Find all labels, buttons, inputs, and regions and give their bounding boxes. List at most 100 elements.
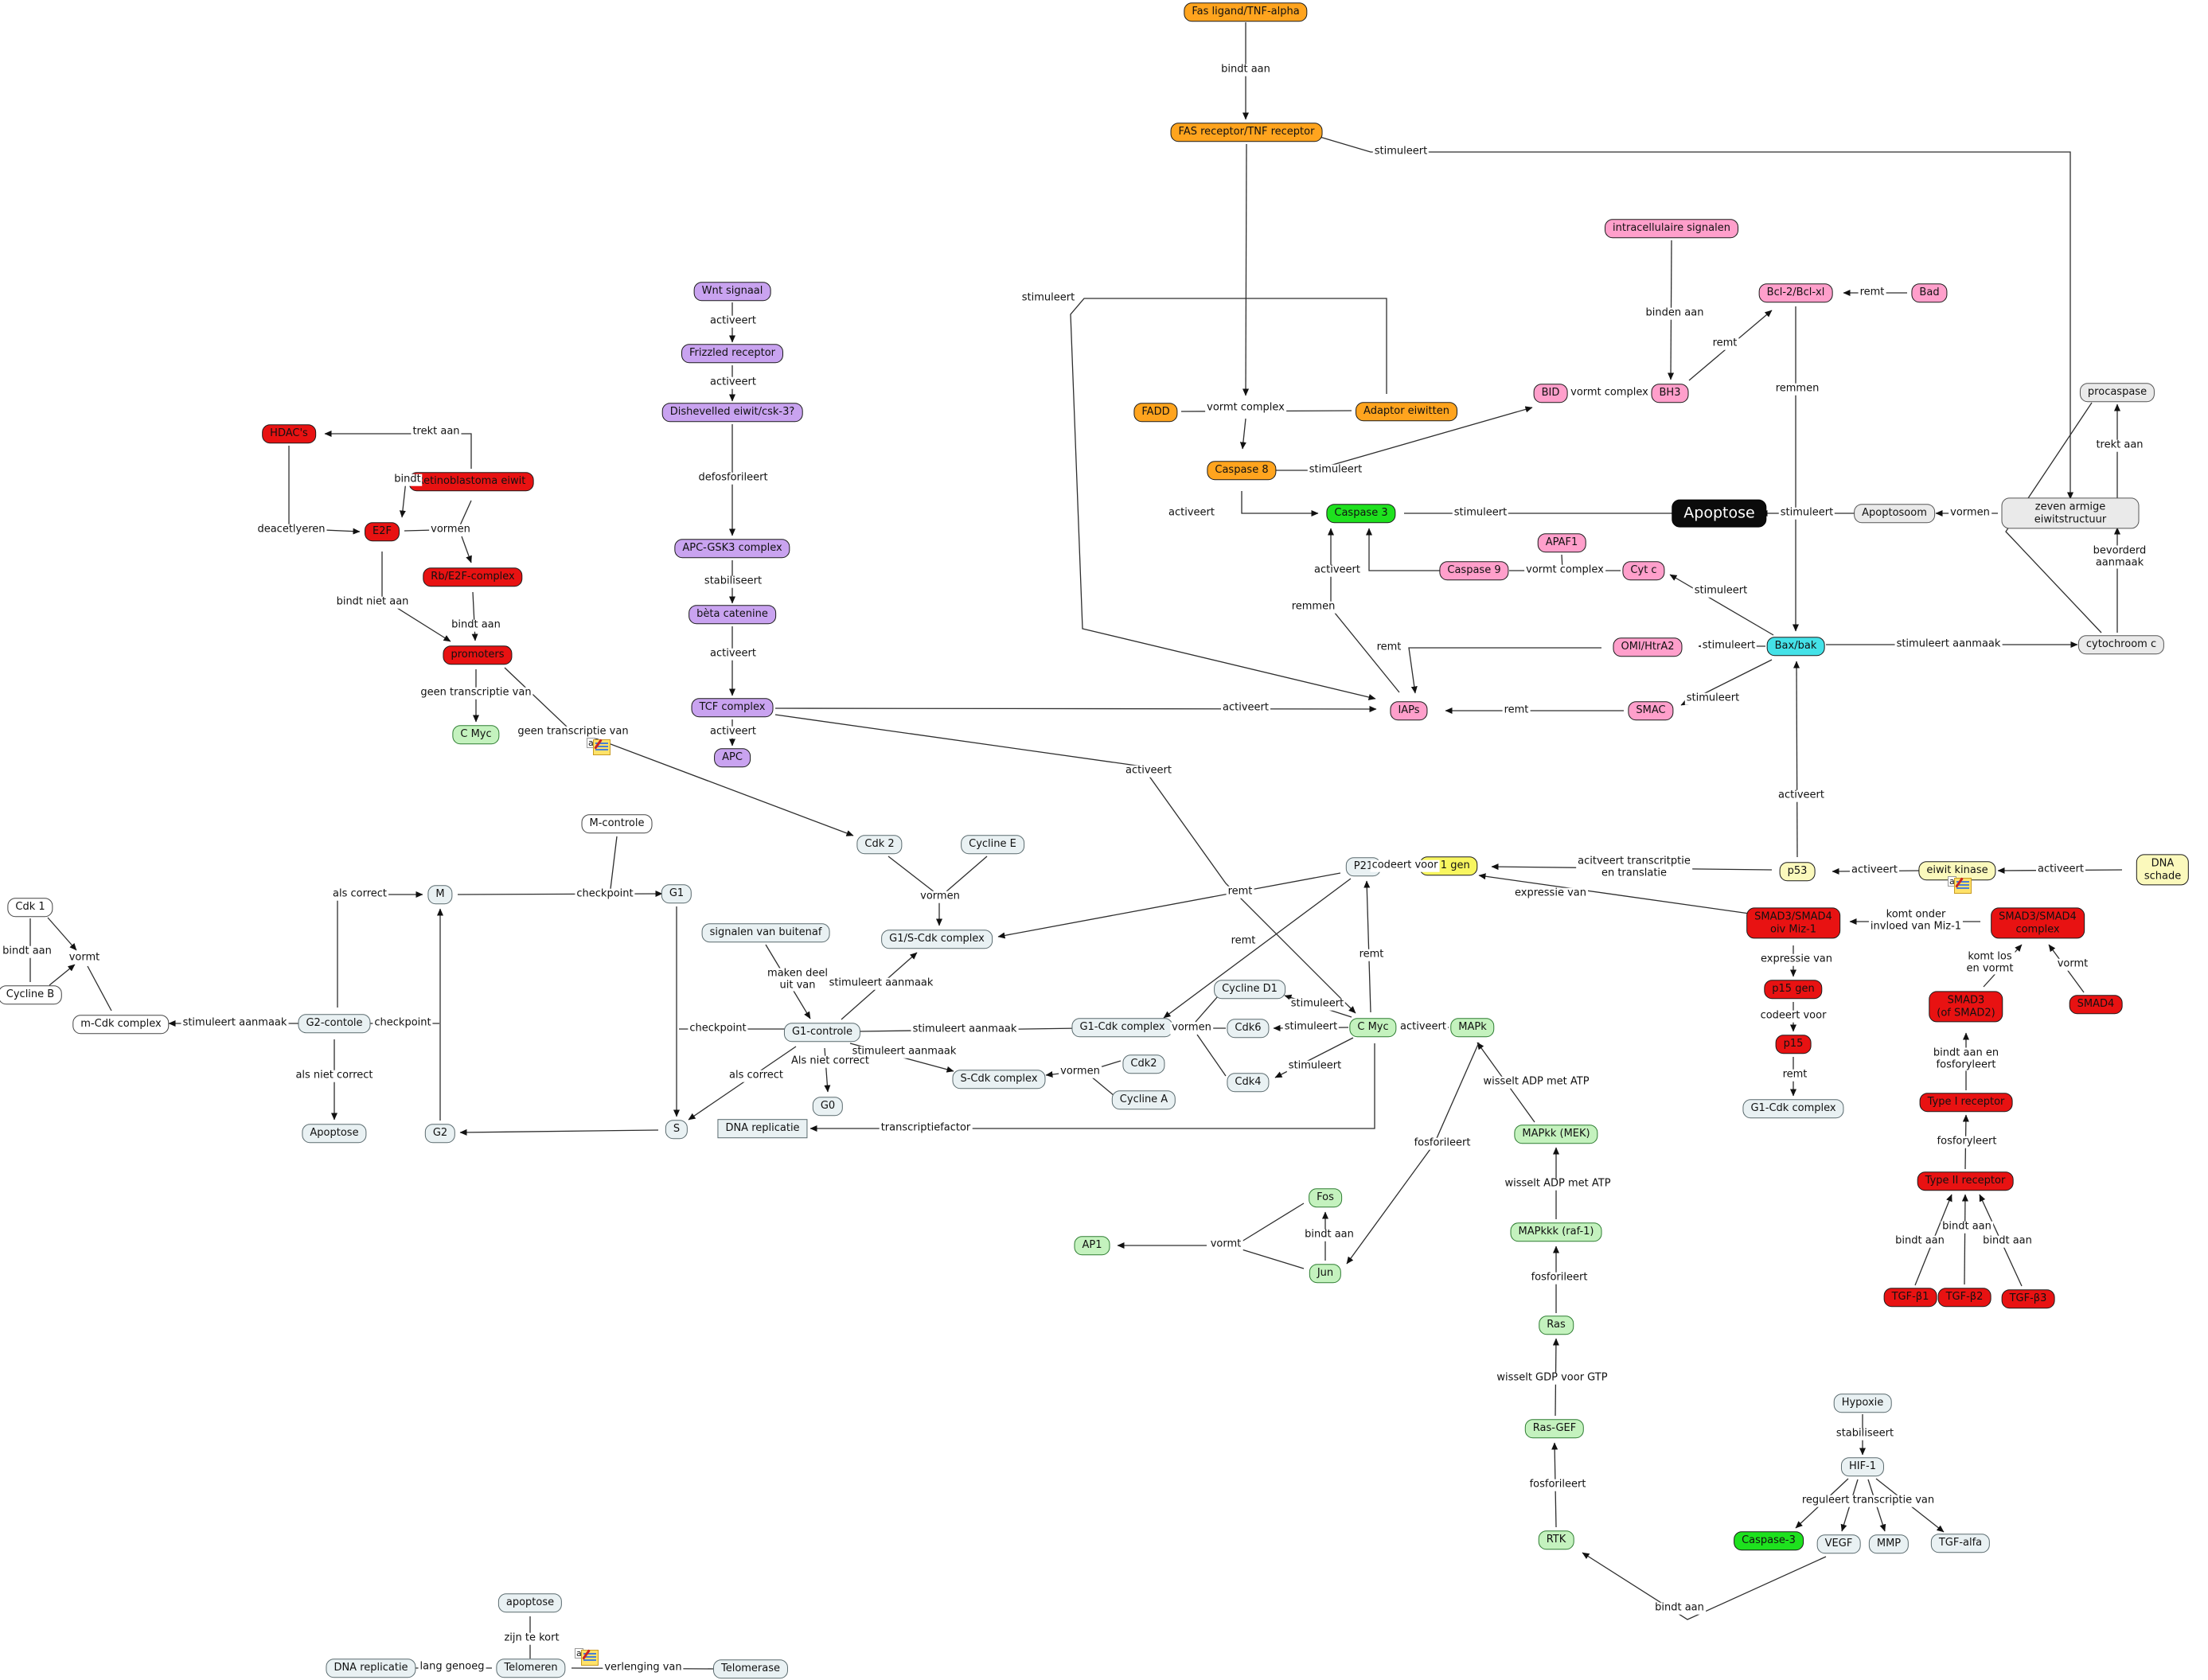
node-p53[interactable]: p53 (1779, 862, 1816, 881)
link-label-ras-mapkkk[interactable]: fosforileert (1529, 1271, 1590, 1284)
node-signalen[interactable]: signalen van buitenaf (701, 923, 830, 942)
link-label-mapkk-mapk[interactable]: wisselt ADP met ATP (1481, 1075, 1591, 1089)
link-label-adaptor-iaps[interactable]: stimuleert (1020, 291, 1077, 305)
node-mapkkk[interactable]: MAPkkk (raf-1) (1510, 1222, 1602, 1241)
link-label-g1ctl-scdk[interactable]: stimuleert aanmaak (850, 1045, 958, 1058)
link-label-signalen-g1ctl[interactable]: maken deel uit van (766, 967, 829, 992)
node-tgfb2[interactable]: TGF-β2 (1937, 1288, 1991, 1307)
link-label-promoters-cmycleft[interactable]: geen transcriptie van (419, 686, 533, 700)
node-frizzled[interactable]: Frizzled receptor (681, 344, 783, 363)
node-caspase3b[interactable]: Caspase-3 (1734, 1531, 1804, 1550)
link-label-fasrec-zeven[interactable]: stimuleert (1372, 145, 1430, 158)
link-label-casp9-cytc[interactable]: vormt complex (1524, 563, 1605, 577)
node-bh3[interactable]: BH3 (1651, 384, 1689, 403)
link-label-casp3-apoptose[interactable]: stimuleert (1452, 506, 1509, 520)
link-label-vormen-g1scdk[interactable]: vormen (919, 890, 962, 903)
link-label-iaps-casp3[interactable]: remmen (1289, 600, 1337, 614)
node-smadmiz[interactable]: SMAD3/SMAD4 oiv Miz-1 (1746, 907, 1840, 939)
node-wnt[interactable]: Wnt signaal (693, 282, 771, 301)
link-label-g1ctl-g1cdk[interactable]: stimuleert aanmaak (911, 1023, 1019, 1036)
node-cdk2top[interactable]: Cdk 2 (856, 835, 903, 854)
node-rbe2f[interactable]: Rb/E2F-complex (423, 567, 523, 587)
link-label-dish-apcgsk[interactable]: defosforileert (696, 471, 770, 485)
link-label-mctl-checkpoint[interactable]: checkpoint (575, 887, 635, 901)
node-apcgsk3[interactable]: APC-GSK3 complex (674, 539, 790, 558)
node-p15[interactable]: p15 (1775, 1035, 1812, 1054)
link-label-p53-p21gen[interactable]: acitveert transcritptie en translatie (1576, 855, 1692, 879)
node-mapk[interactable]: MAPk (1450, 1018, 1495, 1037)
link-label-fas-bind[interactable]: bindt aan (1219, 63, 1272, 76)
node-smadcomplex[interactable]: SMAD3/SMAD4 complex (1991, 907, 2085, 939)
node-caspase8[interactable]: Caspase 8 (1207, 461, 1277, 480)
link-label-zeven-procaspase[interactable]: trekt aan (2094, 439, 2145, 452)
link-label-smad3-smadcx[interactable]: komt los en vormt (1964, 950, 2015, 975)
node-scdk[interactable]: S-Cdk complex (952, 1070, 1046, 1089)
node-cyclinea[interactable]: Cycline A (1111, 1090, 1176, 1109)
link-label-vegf-rtk[interactable]: bindt aan (1653, 1601, 1706, 1615)
link-label-vormen-scdk[interactable]: vormen (1059, 1065, 1102, 1078)
link-label-smadmiz-p15gen[interactable]: expressie van (1759, 953, 1834, 966)
node-caspase3[interactable]: Caspase 3 (1326, 504, 1396, 523)
node-cyclineb[interactable]: Cycline B (0, 985, 63, 1004)
node-mapkk[interactable]: MAPkk (MEK) (1514, 1125, 1598, 1144)
node-intracell[interactable]: intracellulaire signalen (1605, 219, 1738, 238)
node-jun[interactable]: Jun (1309, 1264, 1342, 1283)
link-label-p21-g1cdk[interactable]: remt (1229, 934, 1258, 948)
link-label-hypoxie-hif1[interactable]: stabiliseert (1834, 1427, 1896, 1440)
node-telomerase[interactable]: Telomerase (712, 1659, 789, 1678)
link-label-telomerase-telomeren[interactable]: verlenging van (603, 1661, 684, 1674)
node-cyclinee[interactable]: Cycline E (961, 835, 1024, 854)
link-label-casp8-bid[interactable]: stimuleert (1307, 463, 1364, 477)
node-e2f[interactable]: E2F (365, 522, 400, 541)
link-label-rtk-rasgef[interactable]: fosforileert (1527, 1478, 1588, 1491)
node-fadd[interactable]: FADD (1133, 403, 1178, 422)
node-cmycleft[interactable]: C Myc (452, 725, 500, 744)
link-label-mapk-jun[interactable]: fosforileert (1412, 1136, 1473, 1150)
node-apoptose[interactable]: Apoptose (1672, 499, 1767, 528)
link-label-g1ctl-s[interactable]: als correct (727, 1069, 786, 1082)
node-rtk[interactable]: RTK (1538, 1530, 1574, 1549)
node-rasgef[interactable]: Ras-GEF (1524, 1419, 1585, 1438)
link-label-baxbak-smac[interactable]: stimuleert (1684, 692, 1742, 705)
link-label-cdk1-cyclineb[interactable]: bindt aan (1, 945, 53, 958)
node-ap1[interactable]: AP1 (1074, 1236, 1110, 1255)
node-type2[interactable]: Type II receptor (1917, 1171, 2014, 1191)
node-adaptor[interactable]: Adaptor eiwitten (1356, 402, 1457, 421)
node-tgfb3[interactable]: TGF-β3 (2001, 1289, 2055, 1308)
node-g0[interactable]: G0 (812, 1097, 844, 1116)
link-label-casp9-casp3[interactable]: activeert (1313, 563, 1362, 577)
link-label-cmyc-p21[interactable]: remt (1357, 948, 1386, 961)
node-hif1[interactable]: HIF-1 (1840, 1457, 1885, 1476)
note-promoters-annotation-icon[interactable]: a (587, 738, 611, 755)
link-label-e2f-vormen[interactable]: vormen (429, 523, 472, 536)
node-dishevelled[interactable]: Dishevelled eiwit/csk-3? (661, 403, 803, 422)
link-label-tcf-iaps[interactable]: activeert (1221, 701, 1270, 715)
link-label-telomeren-dnarep[interactable]: lang genoeg (418, 1660, 486, 1674)
link-label-mapk-cmyc[interactable]: activeert (1399, 1020, 1448, 1034)
link-label-g2ctl-checkpoint[interactable]: checkpoint (373, 1016, 433, 1030)
node-beta[interactable]: bèta catenine (689, 605, 776, 624)
node-snode[interactable]: S (665, 1120, 689, 1139)
node-fasreceptor[interactable]: FAS receptor/TNF receptor (1170, 123, 1323, 142)
node-dnarep[interactable]: DNA replicatie (717, 1119, 808, 1138)
node-p15gen[interactable]: p15 gen (1764, 980, 1823, 999)
node-bid[interactable]: BID (1533, 384, 1568, 403)
node-procaspase[interactable]: procaspase (2079, 383, 2155, 402)
link-label-kinase-p53[interactable]: activeert (1850, 863, 1899, 877)
node-cytc[interactable]: Cyt c (1622, 561, 1665, 580)
node-cytochroomc[interactable]: cytochroom c (2077, 635, 2165, 654)
node-apc[interactable]: APC (714, 748, 751, 767)
link-label-cmyc-cdk4[interactable]: stimuleert (1286, 1059, 1344, 1073)
link-label-vormt-mcdk[interactable]: vormt (67, 951, 102, 965)
link-label-omi-iaps[interactable]: remt (1375, 641, 1403, 654)
node-smad3[interactable]: SMAD3 (of SMAD2) (1929, 991, 2003, 1023)
link-label-smadmiz-p21gen[interactable]: expressie van (1513, 887, 1588, 900)
node-promoters[interactable]: promoters (443, 645, 513, 665)
node-mcontrole[interactable]: M-controle (581, 814, 653, 833)
node-telomeren[interactable]: Telomeren (496, 1659, 566, 1678)
node-hypoxie[interactable]: Hypoxie (1833, 1394, 1892, 1413)
link-label-bid-bh3[interactable]: vormt complex (1569, 386, 1650, 400)
link-label-beta-tcf[interactable]: activeert (708, 647, 758, 661)
link-label-rb-hdacs[interactable]: trekt aan (411, 425, 462, 439)
node-vegf[interactable]: VEGF (1816, 1534, 1861, 1553)
